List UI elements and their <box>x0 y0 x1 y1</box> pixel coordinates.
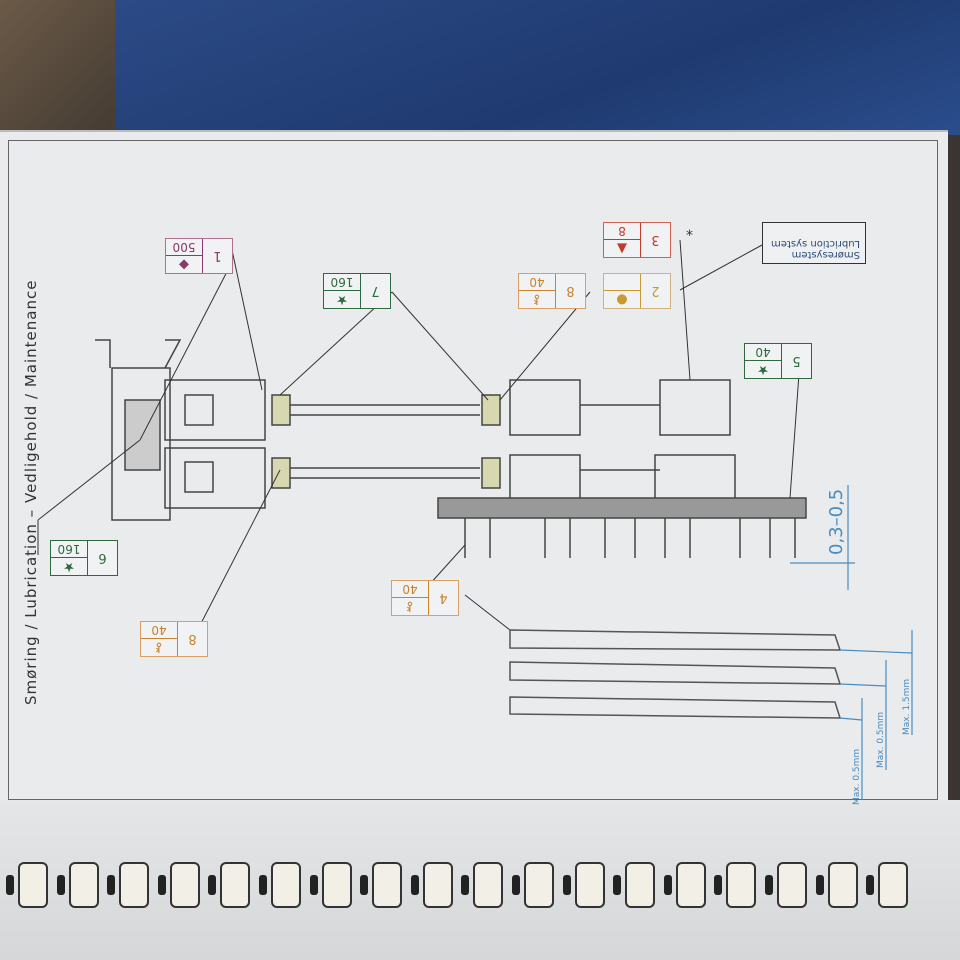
tag-5: 5★40 <box>744 343 812 379</box>
binder-ring <box>726 862 757 908</box>
binder-ring <box>777 862 807 908</box>
asterisk-mark: * <box>686 228 693 244</box>
tag-2: 2● <box>603 273 671 309</box>
legend-title: Smøresystem <box>791 249 860 260</box>
blade2-dimension: Max. 0.5mm <box>876 711 886 768</box>
punch-hole <box>663 875 672 895</box>
tag-value: 500 <box>172 240 196 254</box>
wrench-icon: ⚷ <box>141 638 177 656</box>
legend-subtitle: Lubriction system <box>771 238 860 249</box>
tag-1: 1◆500 <box>165 238 233 274</box>
tag-number: 3 <box>640 223 670 257</box>
tag-value: 40 <box>151 623 167 637</box>
tag-number: 7 <box>360 274 390 308</box>
red-grease-icon: ▲ <box>604 239 640 257</box>
punch-hole <box>765 875 773 895</box>
star-icon: ★ <box>51 557 87 575</box>
punch-hole <box>512 875 520 895</box>
tag-value: 160 <box>330 275 354 289</box>
binder-cover <box>115 0 960 135</box>
tag-number: 5 <box>781 344 811 378</box>
punch-hole <box>613 875 622 895</box>
tag-value: 40 <box>402 582 418 596</box>
lubrication-legend: Smøresystem Lubriction system <box>762 222 866 264</box>
binder-ring <box>18 862 48 908</box>
tag-value: 40 <box>529 275 545 289</box>
punch-hole <box>107 875 116 895</box>
binder-ring <box>68 862 99 908</box>
binder-ring <box>119 862 150 908</box>
tag-value <box>604 274 640 290</box>
binder-ring <box>675 862 706 908</box>
tag-number: 8 <box>177 622 207 656</box>
tag-4: 4⚷40 <box>391 580 459 616</box>
binder-ring <box>878 862 909 908</box>
tag-value: 8 <box>618 224 626 238</box>
punch-hole <box>6 875 14 895</box>
tag-value: 40 <box>755 345 771 359</box>
binder-ring <box>574 862 605 908</box>
tag-8-top: 8⚷40 <box>518 273 586 309</box>
punch-hole <box>208 875 217 895</box>
punch-hole <box>56 875 65 895</box>
punch-hole <box>815 875 824 895</box>
tag-6: 6★160 <box>50 540 118 576</box>
star-icon: ★ <box>745 360 781 378</box>
punch-hole <box>157 875 166 895</box>
punch-hole <box>461 875 470 895</box>
binder-ring <box>524 862 554 908</box>
punch-hole <box>259 875 267 895</box>
punch-hole <box>562 875 571 895</box>
punch-hole <box>410 875 419 895</box>
binder-ring <box>372 862 403 908</box>
star-icon: ★ <box>324 290 360 308</box>
binder-ring <box>827 862 858 908</box>
binder-ring <box>220 862 251 908</box>
bulb-icon: ● <box>604 290 640 308</box>
blade3-dimension: Max. 1.5mm <box>902 678 912 735</box>
tag-7: 7★160 <box>323 273 391 309</box>
tag-3: 3▲8 <box>603 222 671 258</box>
grease-drop-icon: ◆ <box>166 255 202 273</box>
tag-8-bottom: 8⚷40 <box>140 621 208 657</box>
binder-ring <box>321 862 352 908</box>
binder-ring <box>473 862 504 908</box>
binder-ring <box>422 862 453 908</box>
binder-ring <box>271 862 301 908</box>
punch-hole <box>360 875 369 895</box>
tag-number: 4 <box>428 581 458 615</box>
binder-ring <box>169 862 200 908</box>
tag-number: 1 <box>202 239 232 273</box>
tag-number: 6 <box>87 541 117 575</box>
punch-hole <box>309 875 318 895</box>
punch-hole <box>866 875 875 895</box>
tag-number: 8 <box>555 274 585 308</box>
wrench-icon: ⚷ <box>519 290 555 308</box>
page-frame <box>8 140 938 800</box>
punch-hole <box>714 875 723 895</box>
gap-dimension: 0,3–0,5 <box>826 488 847 555</box>
binder-ring <box>625 862 656 908</box>
tag-value: 160 <box>57 542 81 556</box>
wrench-icon: ⚷ <box>392 597 428 615</box>
blade1-dimension: Max. 0.5mm <box>852 748 862 805</box>
tag-number: 2 <box>640 274 670 308</box>
